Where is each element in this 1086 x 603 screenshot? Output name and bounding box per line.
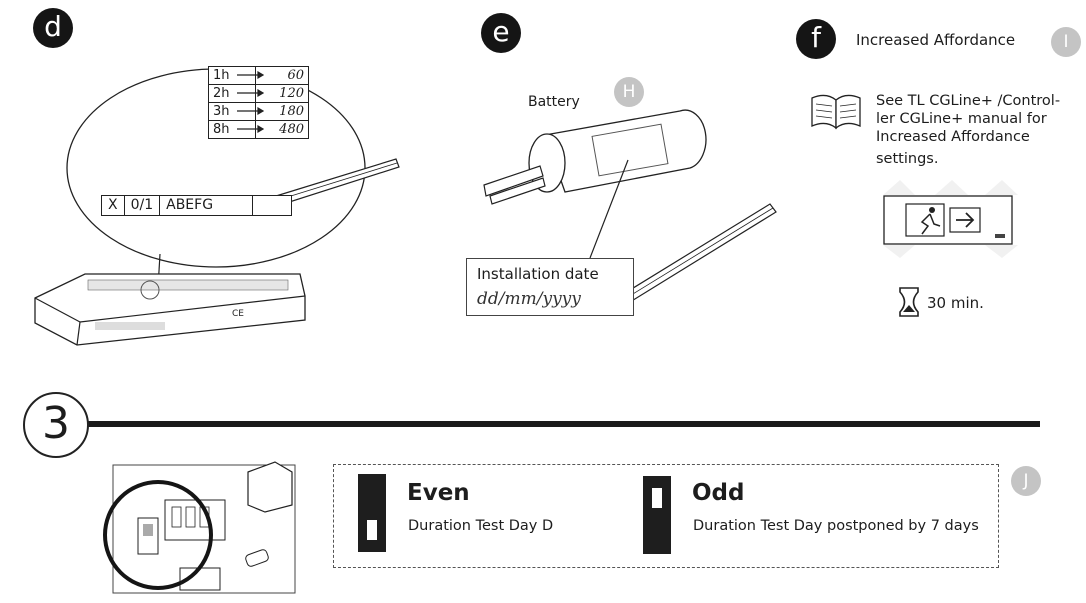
svg-text:CE: CE bbox=[232, 309, 244, 319]
step-f-badge: f bbox=[796, 19, 836, 59]
pcb-board-icon bbox=[103, 461, 296, 594]
step-3-number: 3 bbox=[23, 392, 89, 458]
code-letters: ABEFG bbox=[160, 196, 254, 215]
odd-switch-icon bbox=[643, 476, 671, 554]
installation-date-value: dd/mm/yyyy bbox=[477, 289, 581, 309]
label-code-box: X 0/1 ABEFG bbox=[101, 195, 293, 216]
arrow-icons bbox=[237, 70, 264, 134]
section-f-title: Increased Affordance bbox=[856, 31, 1016, 49]
callout-j-badge: J bbox=[1011, 466, 1041, 496]
even-description: Duration Test Day D bbox=[408, 518, 554, 534]
switch-knob bbox=[652, 488, 662, 508]
code-01: 0/1 bbox=[125, 196, 161, 215]
switch-knob bbox=[367, 520, 377, 540]
installation-date-box: Installation date dd/mm/yyyy bbox=[466, 258, 634, 316]
manual-line: ler CGLine+ manual for bbox=[876, 111, 1047, 127]
callout-h-badge: H bbox=[614, 77, 644, 107]
manual-instructions: See TL CGLine+ /Control- ler CGLine+ man… bbox=[876, 91, 1060, 169]
manual-line: Increased Affordance bbox=[876, 129, 1030, 145]
pencil-icon-e bbox=[618, 203, 777, 305]
code-x: X bbox=[102, 196, 125, 215]
manual-line: settings. bbox=[876, 151, 939, 167]
timer-label: 30 min. bbox=[927, 294, 984, 312]
code-blank bbox=[253, 196, 291, 215]
step-d-badge: d bbox=[33, 8, 73, 48]
dip-switch-legend bbox=[333, 464, 999, 568]
controller-device-icon: CE bbox=[34, 273, 306, 346]
callout-i-badge: I bbox=[1051, 27, 1081, 57]
even-title: Even bbox=[407, 480, 470, 506]
manual-line: See TL CGLine+ /Control- bbox=[876, 93, 1061, 109]
even-switch-icon bbox=[358, 474, 386, 552]
hourglass-icon bbox=[899, 287, 919, 317]
exit-sign-icon bbox=[883, 180, 1018, 258]
table-cell-minutes: 480 bbox=[255, 120, 309, 139]
battery-label: Battery bbox=[528, 94, 580, 110]
step-3-divider bbox=[85, 421, 1040, 427]
installation-date-label: Installation date bbox=[477, 265, 599, 283]
odd-title: Odd bbox=[692, 480, 745, 506]
battery-icon bbox=[483, 109, 707, 205]
manual-book-icon bbox=[811, 94, 861, 130]
step-e-badge: e bbox=[481, 13, 521, 53]
odd-description: Duration Test Day postponed by 7 days bbox=[693, 518, 979, 534]
